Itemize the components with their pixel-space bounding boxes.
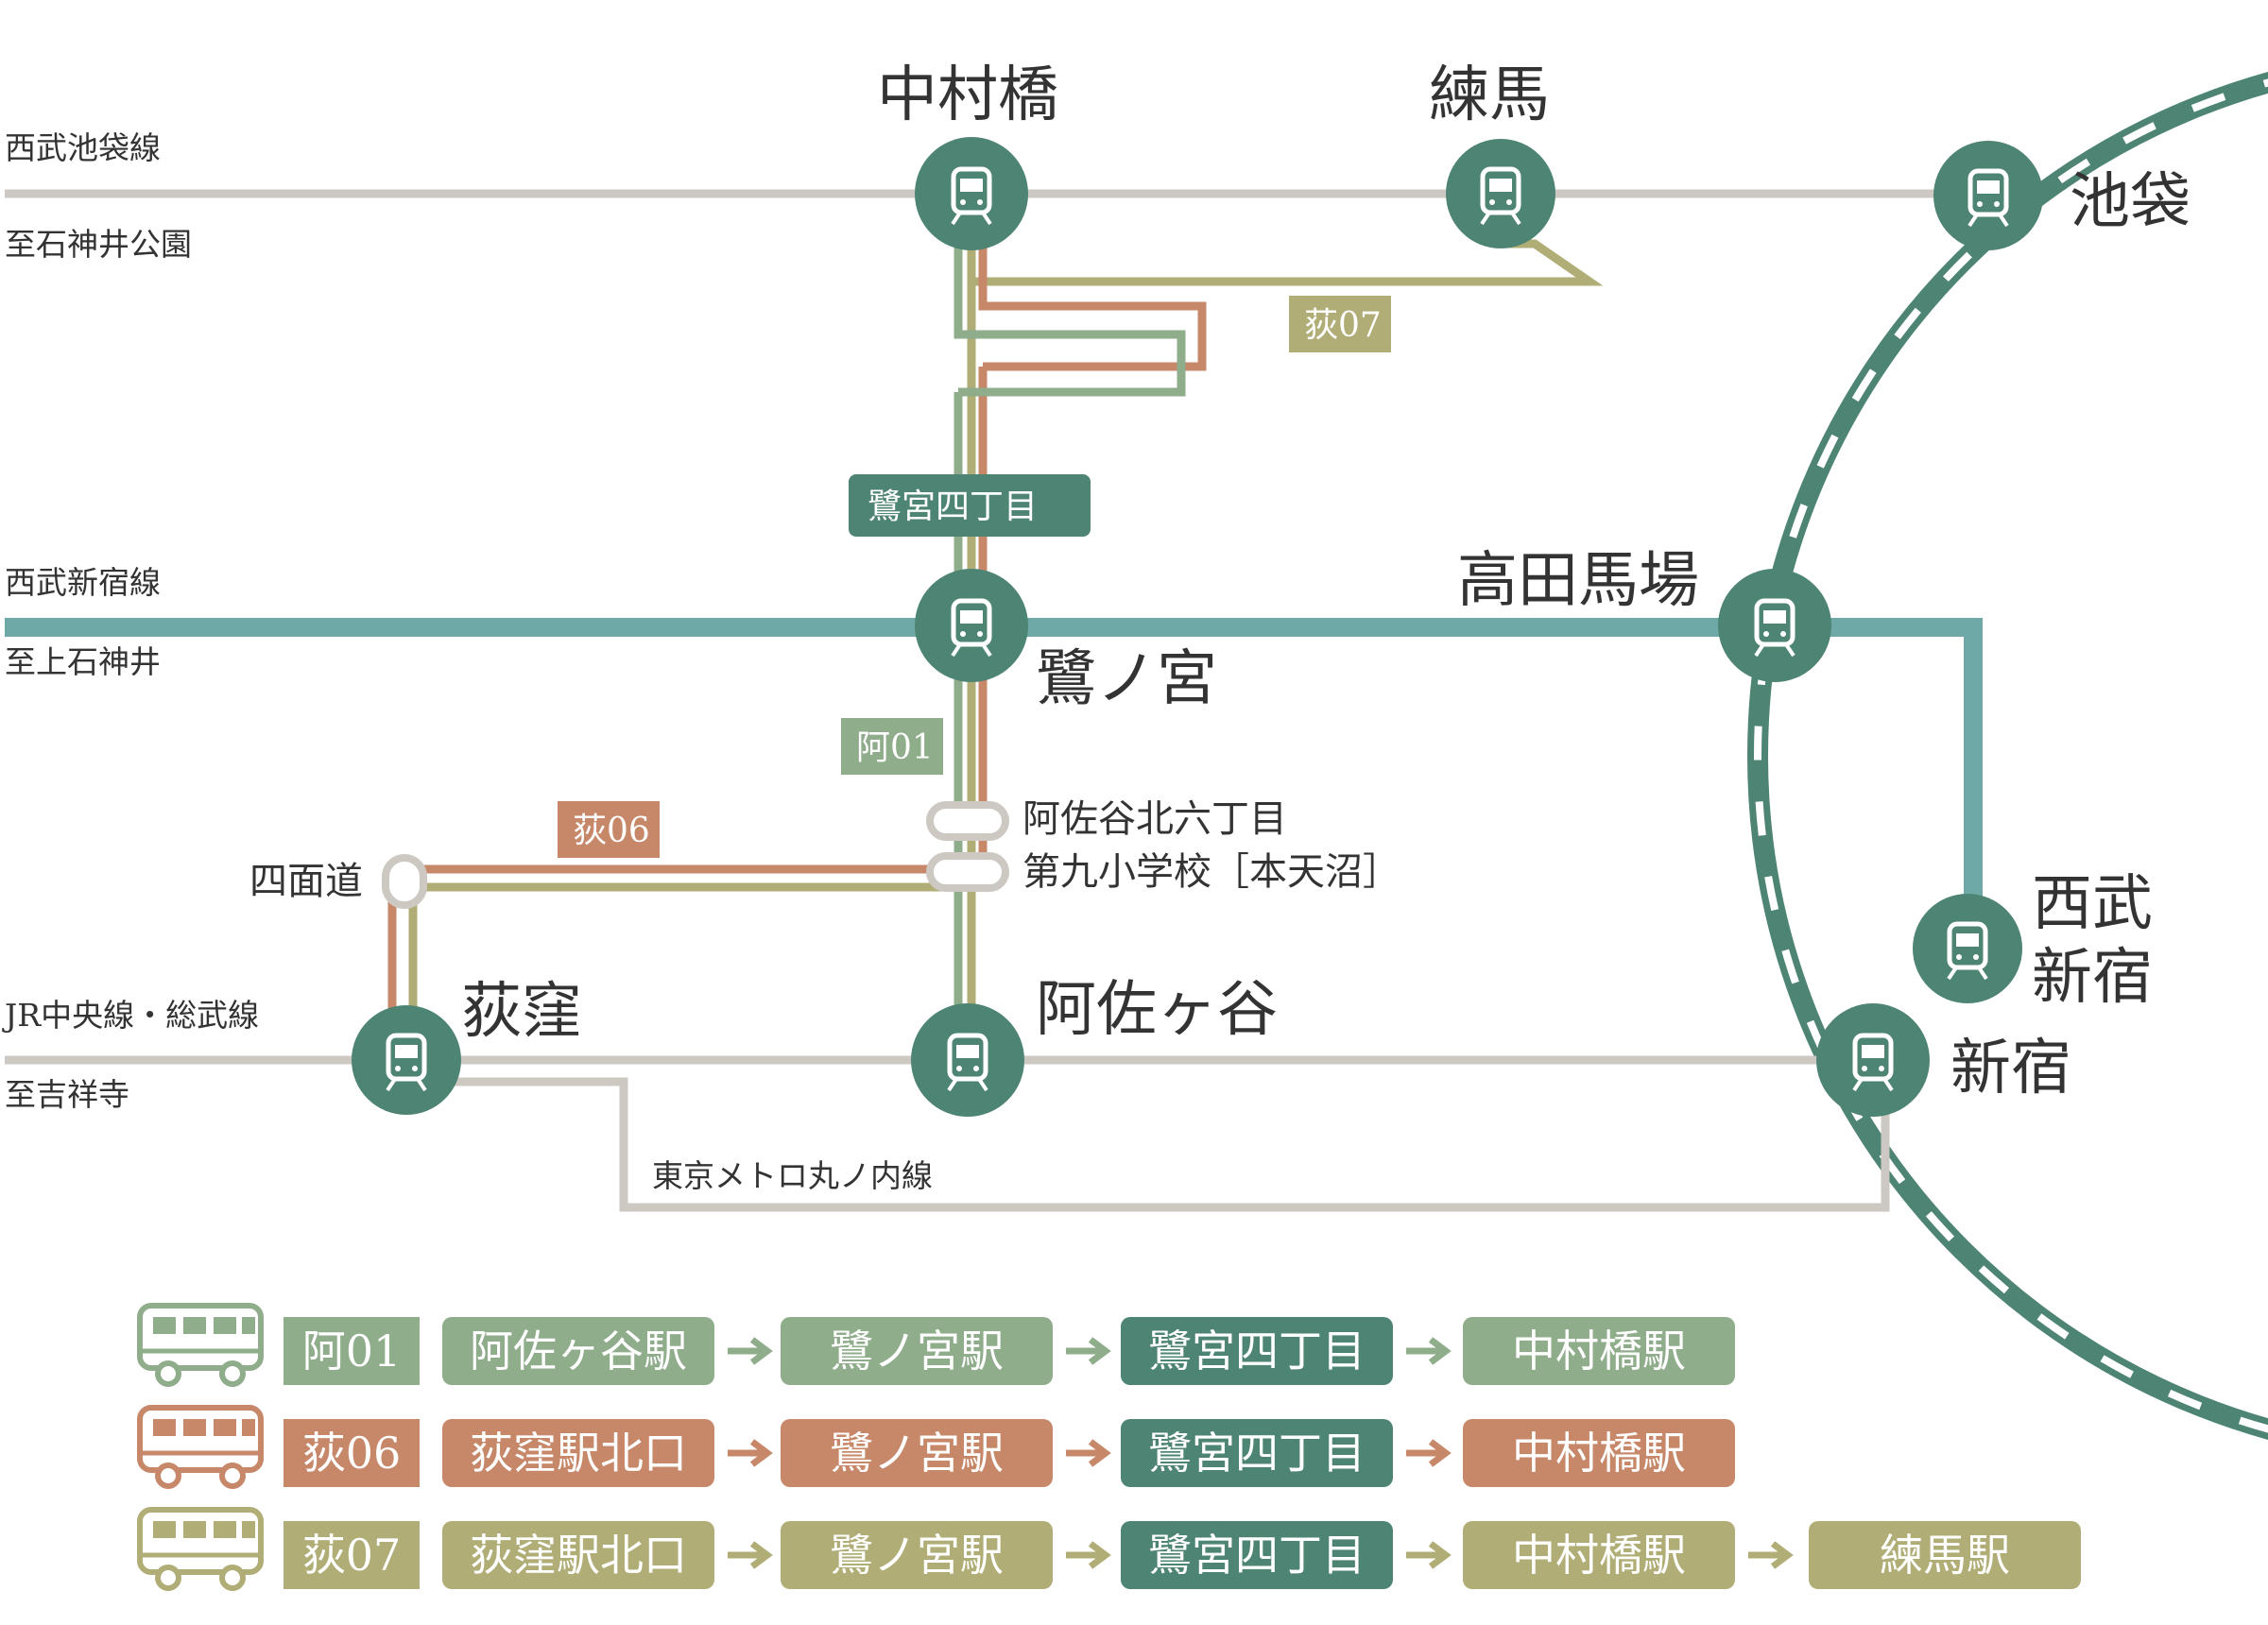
station-name-shinjuku: 新宿 (1950, 1034, 2071, 1103)
legend-stop-label: 中村橋駅 (1512, 1326, 1686, 1377)
svg-text:荻06: 荻06 (573, 812, 650, 850)
bus-stop-shimendo (382, 854, 427, 909)
arrow-right-icon (1066, 1439, 1111, 1467)
legend-row-2: 荻07 荻窪駅北口 鷺ノ宮駅 鷺宮四丁目 中村橋駅 練馬駅 (140, 1510, 2081, 1589)
station-shinjuku[interactable] (1816, 1003, 1930, 1117)
direction-seibu-ikebukuro: 至石神井公園 (5, 226, 192, 263)
station-saginomiya[interactable] (915, 569, 1028, 682)
direction-seibu-shinjuku: 至上石神井 (5, 643, 161, 680)
legend-stop-label: 鷺宮四丁目 (1148, 1530, 1366, 1581)
bus-stop-asagaya-kita6 (926, 801, 1009, 841)
svg-text:阿01: 阿01 (856, 728, 934, 767)
bus-icon (140, 1306, 261, 1384)
legend-stop-label: 中村橋駅 (1512, 1428, 1686, 1479)
arrow-right-icon (1066, 1541, 1111, 1569)
station-name-takadanobaba: 高田馬場 (1457, 546, 1699, 616)
legend-stop-label: 中村橋駅 (1512, 1530, 1686, 1581)
route-tag-a01: 阿01 (841, 718, 943, 775)
legend-stop-label: 荻窪駅北口 (470, 1428, 687, 1479)
legend-stop-label: 練馬駅 (1880, 1530, 2010, 1581)
line-name-seibu-ikebukuro: 西武池袋線 (5, 129, 161, 166)
legend-stop-label: 阿佐ヶ谷駅 (470, 1326, 687, 1377)
station-name-nerima: 練馬 (1429, 60, 1550, 130)
bus-icon (140, 1408, 261, 1486)
stop-label-sagimiya4: 鷺宮四丁目 (849, 474, 1091, 537)
station-name-saginomiya: 鷺ノ宮 (1036, 644, 1217, 714)
legend-row-0: 阿01 阿佐ヶ谷駅 鷺ノ宮駅 鷺宮四丁目 中村橋駅 (140, 1306, 1735, 1385)
arrow-right-icon (1066, 1337, 1111, 1365)
station-name-seibu-shinjuku-line2: 新宿 (2032, 943, 2153, 1013)
legend-stop-label: 鷺ノ宮駅 (830, 1428, 1004, 1479)
station-name-seibu-shinjuku-line1: 西武 (2032, 869, 2153, 939)
svg-text:鷺宮四丁目: 鷺宮四丁目 (868, 488, 1038, 526)
station-ikebukuro[interactable] (1933, 141, 2043, 250)
legend-route-badge (284, 1419, 420, 1487)
legend-stop-box (781, 1317, 1053, 1385)
legend-stop-box (1121, 1419, 1393, 1487)
station-asagaya[interactable] (911, 1003, 1024, 1117)
yamanote-ring (1747, 72, 2268, 1440)
legend-stop-box (1121, 1317, 1393, 1385)
legend-stop-box (442, 1521, 714, 1589)
bus-stop-daikyu (926, 852, 1009, 892)
legend-stop-box (1463, 1521, 1735, 1589)
arrow-right-icon (1406, 1541, 1452, 1569)
legend-stop-box (1463, 1317, 1735, 1385)
legend-route-badge (284, 1317, 420, 1385)
route-tag-ogi06: 荻06 (558, 801, 660, 858)
legend-route-badge (284, 1521, 420, 1589)
arrow-right-icon (728, 1337, 773, 1365)
legend-stop-label: 荻窪駅北口 (470, 1530, 687, 1581)
bus-icon (140, 1510, 261, 1588)
legend-stop-box (442, 1317, 714, 1385)
station-name-ogikubo: 荻窪 (461, 977, 582, 1047)
arrow-right-icon (1406, 1337, 1452, 1365)
legend-stop-label: 鷺宮四丁目 (1148, 1428, 1366, 1479)
line-name-seibu-shinjuku: 西武新宿線 (5, 564, 161, 601)
arrow-right-icon (1748, 1541, 1794, 1569)
legend-route-label: 荻06 (302, 1428, 402, 1479)
station-name-nakamurabashi: 中村橋 (877, 60, 1058, 130)
legend-stop-box (781, 1419, 1053, 1487)
line-name-marunouchi: 東京メトロ丸ノ内線 (652, 1157, 933, 1194)
arrow-right-icon (1406, 1439, 1452, 1467)
station-seibu-shinjuku[interactable] (1913, 894, 2022, 1003)
route-tag-ogi07: 荻07 (1289, 296, 1391, 352)
station-nakamurabashi[interactable] (915, 137, 1028, 250)
arrow-right-icon (728, 1541, 773, 1569)
legend-stop-box (1121, 1521, 1393, 1589)
legend-route-label: 荻07 (302, 1530, 402, 1581)
station-takadanobaba[interactable] (1718, 569, 1831, 682)
station-name-asagaya: 阿佐ヶ谷 (1036, 975, 1278, 1045)
stop-label-shimendo: 四面道 (249, 860, 363, 903)
legend-stop-label: 鷺宮四丁目 (1148, 1326, 1366, 1377)
legend-stop-label: 鷺ノ宮駅 (830, 1326, 1004, 1377)
legend-row-1: 荻06 荻窪駅北口 鷺ノ宮駅 鷺宮四丁目 中村橋駅 (140, 1408, 1735, 1487)
line-name-jr-chuo: JR中央線・総武線 (2, 997, 259, 1034)
legend-route-label: 阿01 (302, 1326, 402, 1377)
marunouchi-line (406, 1060, 1890, 1212)
seibu-shinjuku-line (5, 618, 1983, 949)
legend-stop-label: 鷺ノ宮駅 (830, 1530, 1004, 1581)
svg-text:荻07: 荻07 (1304, 306, 1382, 345)
legend-stop-box (1463, 1419, 1735, 1487)
stop-label-daikyu: 第九小学校［本天沼］ (1022, 850, 1400, 894)
station-name-ikebukuro: 池袋 (2070, 167, 2191, 237)
legend-stop-box (1809, 1521, 2081, 1589)
legend-stop-box (442, 1419, 714, 1487)
legend-stop-box (781, 1521, 1053, 1589)
direction-jr-chuo: 至吉祥寺 (5, 1076, 129, 1113)
station-ogikubo[interactable] (352, 1005, 461, 1115)
arrow-right-icon (728, 1439, 773, 1467)
stop-label-asagaya-kita6: 阿佐谷北六丁目 (1022, 797, 1287, 841)
station-nerima[interactable] (1446, 139, 1555, 248)
